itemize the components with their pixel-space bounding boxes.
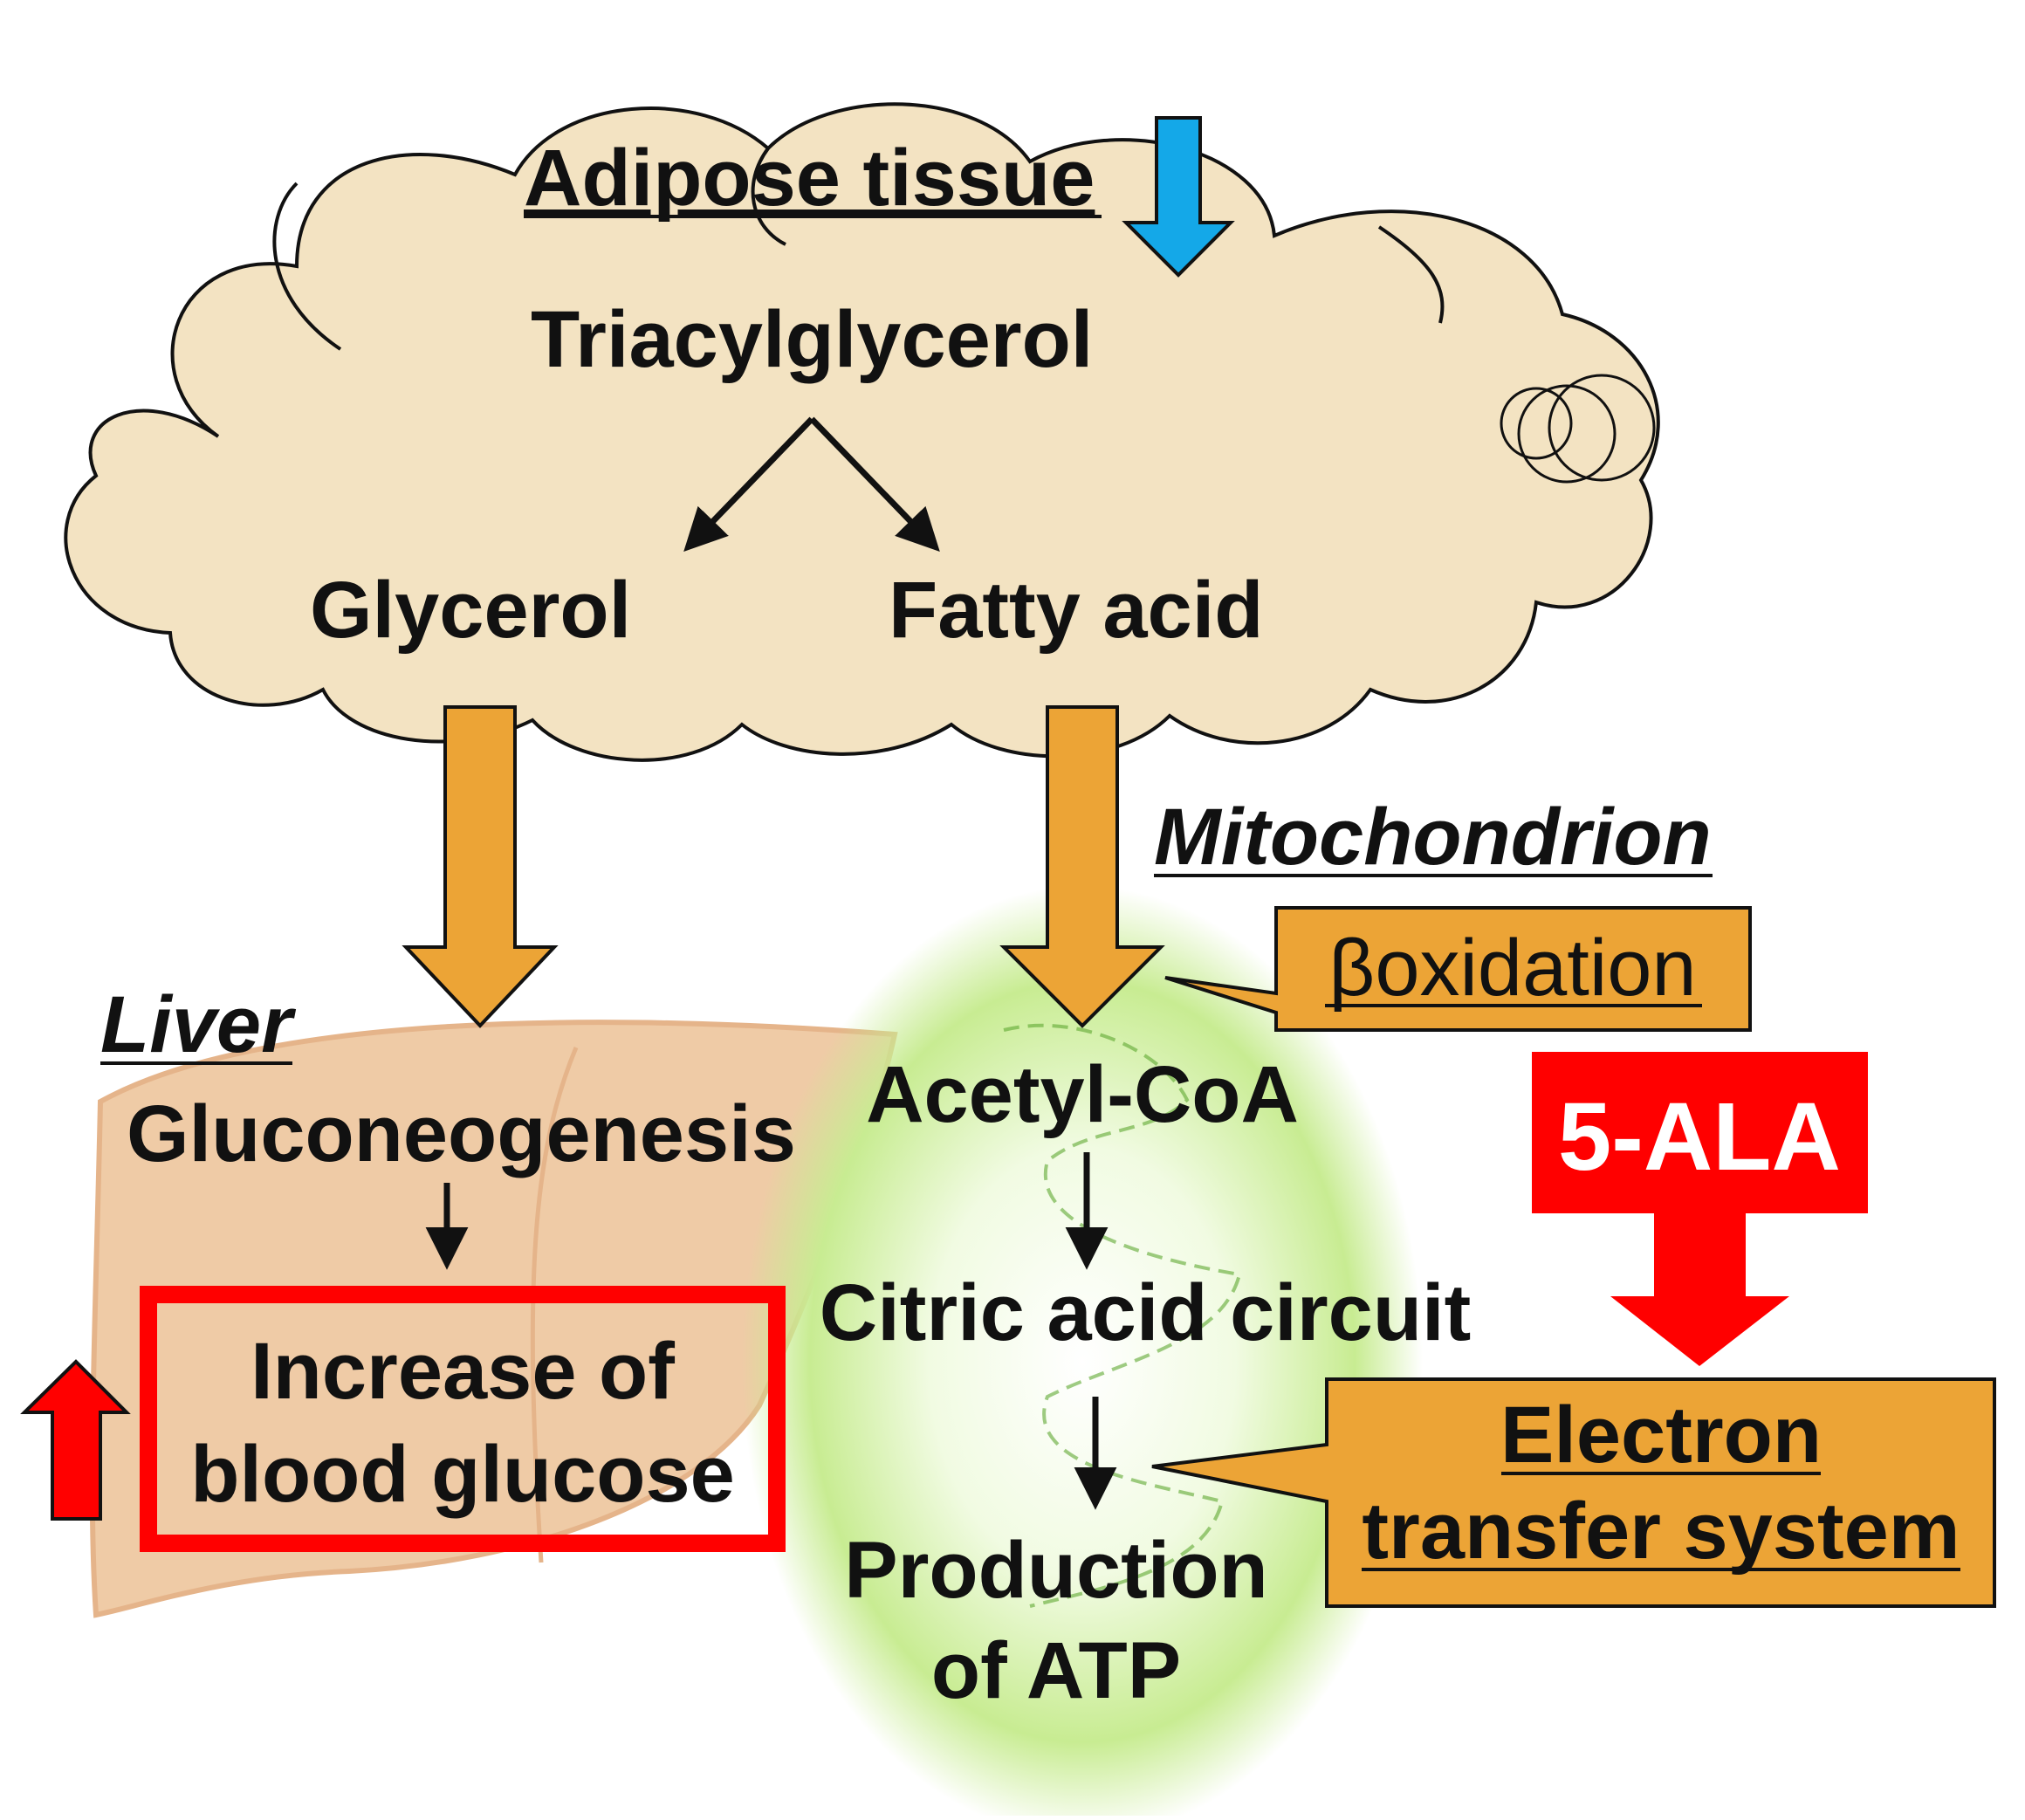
acetyl-coa-label: Acetyl-CoA xyxy=(866,1050,1299,1139)
gluconeogenesis-label: Gluconeogenesis xyxy=(127,1089,796,1178)
arrow-to-fatty-acid xyxy=(809,416,940,553)
beta-oxidation-label: βoxidation xyxy=(1328,924,1696,1013)
citric-acid-label: Citric acid circuit xyxy=(820,1268,1471,1357)
electron-line-1: Electron xyxy=(1500,1391,1822,1480)
orange-arrow-to-liver xyxy=(402,705,559,1028)
atp-line-2: of ATP xyxy=(931,1626,1181,1715)
fatty-acid-label: Fatty acid xyxy=(889,566,1263,655)
glycerol-label: Glycerol xyxy=(310,566,631,655)
beta-oxidation-callout xyxy=(1164,906,1752,1032)
ala-box xyxy=(1532,1052,1868,1213)
increase-line-2: blood glucose xyxy=(190,1430,735,1519)
mitochondrion-title: Mitochondrion xyxy=(1154,793,1712,882)
orange-arrow-to-mitochondrion xyxy=(999,705,1165,1028)
triacylglycerol-label: Triacylglycerol xyxy=(531,295,1093,384)
atp-line-1: Production xyxy=(844,1526,1268,1615)
ala-red-down-arrow xyxy=(1610,1213,1789,1366)
blue-down-arrow-icon xyxy=(1122,116,1235,278)
mitochondrion-shape xyxy=(742,886,1423,1820)
blood-glucose-box xyxy=(140,1286,786,1552)
increase-line-1: Increase of xyxy=(251,1327,675,1416)
ala-label: 5-ALA xyxy=(1558,1083,1841,1191)
adipose-title: Adipose tissue xyxy=(524,134,1095,223)
arrow-to-glycerol xyxy=(683,416,814,553)
red-up-arrow-icon xyxy=(20,1359,131,1521)
adipose-tissue-cloud xyxy=(64,102,1660,762)
liver-title: Liver xyxy=(100,980,296,1069)
electron-line-2: transfer system xyxy=(1362,1487,1960,1576)
liver-shape xyxy=(89,1020,898,1618)
electron-transfer-callout xyxy=(1151,1377,1996,1608)
